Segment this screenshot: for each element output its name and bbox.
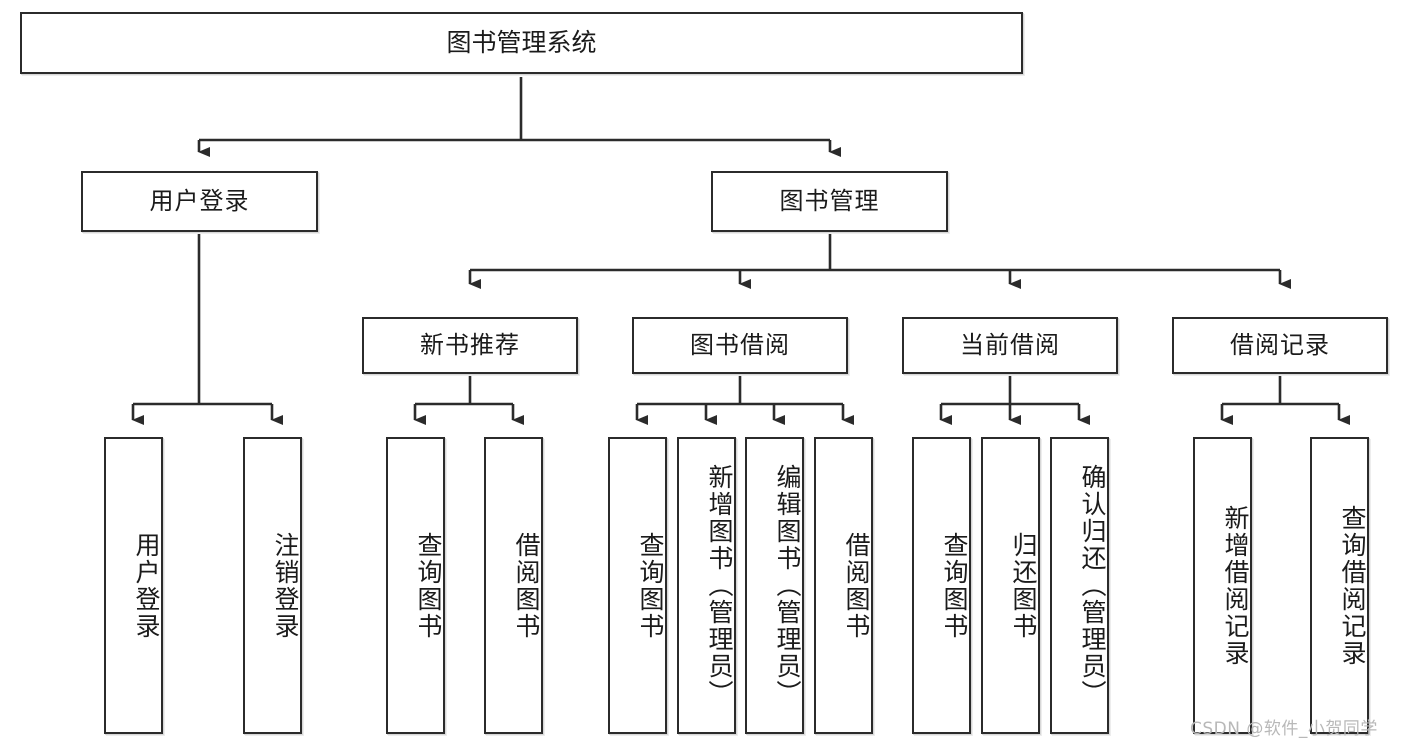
node-user-login-label: 用户登录 bbox=[149, 187, 250, 216]
node-leaf-query-book-3-label: 查询图书 bbox=[940, 531, 969, 640]
node-leaf-borrow-book-2[interactable]: 借阅图书 bbox=[814, 437, 873, 734]
node-leaf-user-login-label: 用户登录 bbox=[132, 531, 161, 640]
node-leaf-query-book-1[interactable]: 查询图书 bbox=[386, 437, 445, 734]
node-new-book-rec-label: 新书推荐 bbox=[420, 331, 520, 360]
node-root[interactable]: 图书管理系统 bbox=[20, 12, 1023, 74]
node-leaf-logout[interactable]: 注销登录 bbox=[243, 437, 302, 734]
node-leaf-confirm-return-admin[interactable]: 确认归还（管理员） bbox=[1050, 437, 1109, 734]
node-current-borrow-label: 当前借阅 bbox=[960, 331, 1060, 360]
node-user-login[interactable]: 用户登录 bbox=[81, 171, 318, 232]
node-borrow-record-label: 借阅记录 bbox=[1230, 331, 1330, 360]
node-leaf-borrow-book-2-label: 借阅图书 bbox=[842, 531, 871, 640]
node-leaf-query-book-2[interactable]: 查询图书 bbox=[608, 437, 667, 734]
node-book-borrow-label: 图书借阅 bbox=[690, 331, 790, 360]
node-leaf-add-book-admin[interactable]: 新增图书（管理员） bbox=[677, 437, 736, 734]
node-leaf-query-borrow-record[interactable]: 查询借阅记录 bbox=[1310, 437, 1369, 734]
node-book-manage[interactable]: 图书管理 bbox=[711, 171, 948, 232]
node-leaf-confirm-return-admin-label: 确认归还（管理员） bbox=[1078, 464, 1107, 707]
node-leaf-add-borrow-record[interactable]: 新增借阅记录 bbox=[1193, 437, 1252, 734]
node-leaf-borrow-book-1-label: 借阅图书 bbox=[512, 531, 541, 640]
node-leaf-logout-label: 注销登录 bbox=[271, 531, 300, 640]
node-new-book-rec[interactable]: 新书推荐 bbox=[362, 317, 578, 374]
node-borrow-record[interactable]: 借阅记录 bbox=[1172, 317, 1388, 374]
node-leaf-add-book-admin-label: 新增图书（管理员） bbox=[705, 464, 734, 707]
node-leaf-query-book-3[interactable]: 查询图书 bbox=[912, 437, 971, 734]
node-leaf-user-login[interactable]: 用户登录 bbox=[104, 437, 163, 734]
node-book-manage-label: 图书管理 bbox=[779, 187, 880, 216]
node-leaf-query-book-1-label: 查询图书 bbox=[414, 531, 443, 640]
node-leaf-edit-book-admin-label: 编辑图书（管理员） bbox=[773, 464, 802, 707]
node-leaf-query-borrow-record-label: 查询借阅记录 bbox=[1338, 504, 1367, 667]
node-root-label: 图书管理系统 bbox=[446, 28, 597, 58]
node-leaf-return-book-label: 归还图书 bbox=[1009, 531, 1038, 640]
node-leaf-query-book-2-label: 查询图书 bbox=[636, 531, 665, 640]
node-leaf-return-book[interactable]: 归还图书 bbox=[981, 437, 1040, 734]
watermark: CSDN @软件_小贺同学 bbox=[1190, 719, 1378, 739]
node-current-borrow[interactable]: 当前借阅 bbox=[902, 317, 1118, 374]
node-leaf-add-borrow-record-label: 新增借阅记录 bbox=[1221, 504, 1250, 667]
node-leaf-borrow-book-1[interactable]: 借阅图书 bbox=[484, 437, 543, 734]
node-book-borrow[interactable]: 图书借阅 bbox=[632, 317, 848, 374]
node-leaf-edit-book-admin[interactable]: 编辑图书（管理员） bbox=[745, 437, 804, 734]
